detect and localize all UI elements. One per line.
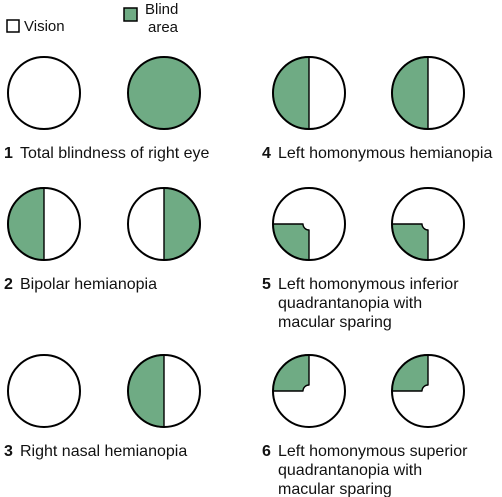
case-5: 5 Left homonymous inferior quadrantanopia … [262,187,465,331]
legend-blind-label-line1: Blind [145,1,178,18]
case-number: 4 [262,145,271,162]
case-description-line: Left homonymous inferior [278,276,459,293]
case-6: 6 Left homonymous superior quadrantanopia … [262,354,468,497]
blind-area [127,354,165,428]
legend-vision-label: Vision [24,18,65,35]
visual-field-outline [272,56,346,130]
blind-area [163,187,201,261]
case-description-line: macular sparing [278,314,392,331]
legend-blind-label-line2: area [148,19,179,36]
left-eye-field [272,56,346,130]
cases: 1 Total blindness of right eye 2 Bipolar he… [4,56,492,497]
right-eye-field [391,187,465,261]
visual-field-outline [391,187,465,261]
visual-field-outline [272,187,346,261]
visual-field-outline [391,56,465,130]
right-eye-field [127,56,201,130]
visual-field-outline [127,354,201,428]
case-number: 5 [262,276,271,293]
visual-field-outline [7,56,81,130]
case-number: 1 [4,145,13,162]
right-eye-field [391,56,465,130]
blind-area [391,56,429,130]
case-number: 2 [4,276,13,293]
visual-field-outline [127,187,201,261]
case-1: 1 Total blindness of right eye [4,56,210,162]
right-eye-field [127,354,201,428]
left-eye-field [7,354,81,428]
vision-area [8,355,80,427]
case-description-line: Left homonymous hemianopia [278,145,492,162]
right-eye-field [127,187,201,261]
case-number: 3 [4,443,13,460]
vision-area [8,57,80,129]
case-2: 2 Bipolar hemianopia [4,187,201,293]
blind-area [128,57,200,129]
blind-area [272,56,310,130]
case-description-line: Left homonymous superior [278,443,468,460]
visual-field-outline [127,56,201,130]
case-description-line: Bipolar hemianopia [20,276,157,293]
case-description-line: macular sparing [278,481,392,497]
left-eye-field [7,187,81,261]
case-4: 4 Left homonymous hemianopia [262,56,492,162]
visual-field-outline [7,187,81,261]
case-description-line: Total blindness of right eye [20,145,210,162]
visual-field-outline [272,354,346,428]
legend-vision-swatch [6,19,20,33]
legend-blind-swatch [123,7,138,22]
legend: Vision Blind area [6,1,179,36]
case-description-line: quadrantanopia with [278,295,422,312]
visual-field-outline [7,354,81,428]
case-description-line: Right nasal hemianopia [20,443,187,460]
case-number: 6 [262,443,271,460]
case-3: 3 Right nasal hemianopia [4,354,201,460]
visual-field-outline [391,354,465,428]
left-eye-field [272,187,346,261]
left-eye-field [7,56,81,130]
case-description-line: quadrantanopia with [278,462,422,479]
right-eye-field [391,354,465,428]
blind-area [7,187,45,261]
left-eye-field [272,354,346,428]
